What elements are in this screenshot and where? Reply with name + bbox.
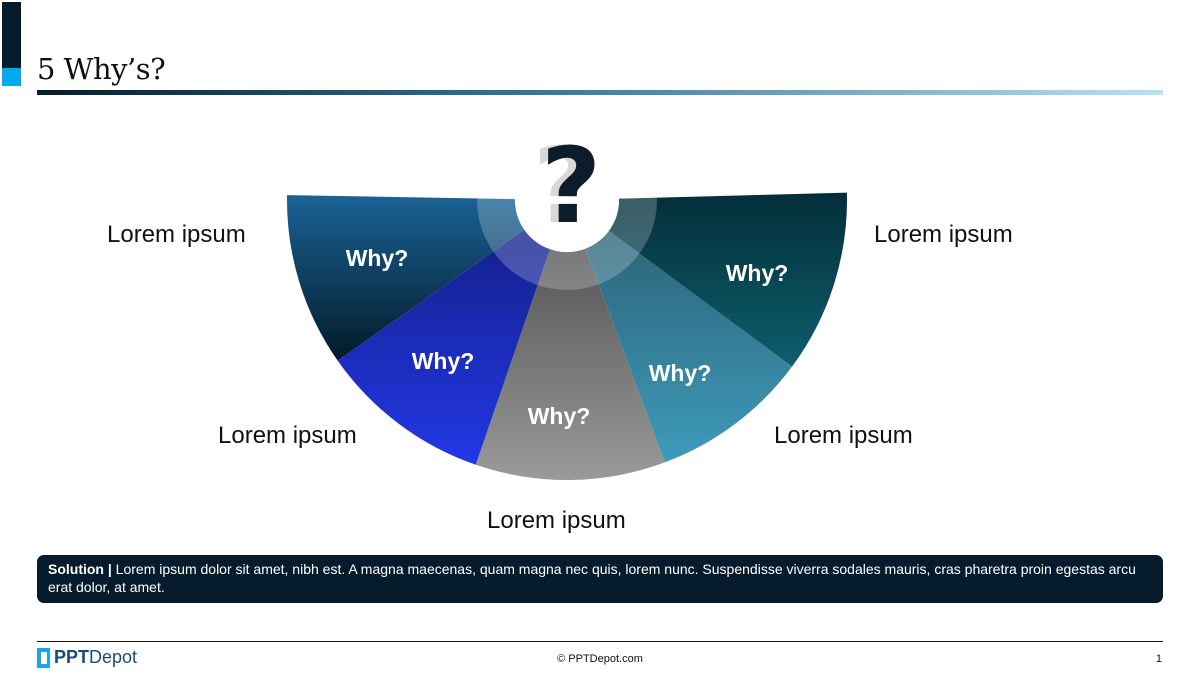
- caption-4: Lorem ipsum: [774, 422, 913, 449]
- caption-5: Lorem ipsum: [874, 221, 1013, 248]
- footer-divider: [37, 641, 1163, 642]
- why-sector-5: [608, 192, 847, 367]
- why-label-3: Why?: [528, 403, 591, 429]
- logo-text: Depot: [89, 647, 138, 667]
- logo: PPTDepot: [37, 647, 137, 668]
- accent-bar-dark: [2, 2, 21, 68]
- caption-3: Lorem ipsum: [487, 507, 626, 534]
- logo-icon: [37, 647, 50, 668]
- caption-2: Lorem ipsum: [218, 422, 357, 449]
- caption-1: Lorem ipsum: [107, 221, 246, 248]
- title-divider: [37, 90, 1163, 95]
- page-number: 1: [1155, 653, 1162, 665]
- why-sector-2: [337, 229, 551, 465]
- why-label-1: Why?: [346, 245, 409, 271]
- copyright: © PPTDepot.com: [557, 653, 643, 665]
- why-sector-3: [475, 248, 666, 481]
- svg-text:?: ?: [541, 125, 601, 247]
- solution-heading: Solution |: [48, 561, 112, 577]
- why-label-4: Why?: [649, 360, 712, 386]
- solution-text: Lorem ipsum dolor sit amet, nibh est. A …: [48, 561, 1136, 595]
- why-label-2: Why?: [412, 348, 475, 374]
- question-mark-icon: ?: [541, 125, 601, 247]
- why-label-5: Why?: [726, 260, 789, 286]
- center-hole: [515, 148, 619, 252]
- why-sector-4: [585, 230, 793, 463]
- solution-box: Solution | Lorem ipsum dolor sit amet, n…: [37, 555, 1163, 603]
- logo-text-bold: PPT: [54, 647, 90, 667]
- page-title: 5 Why’s?: [37, 52, 166, 86]
- accent-bar-light: [2, 68, 21, 86]
- why-sector-1: [287, 195, 525, 361]
